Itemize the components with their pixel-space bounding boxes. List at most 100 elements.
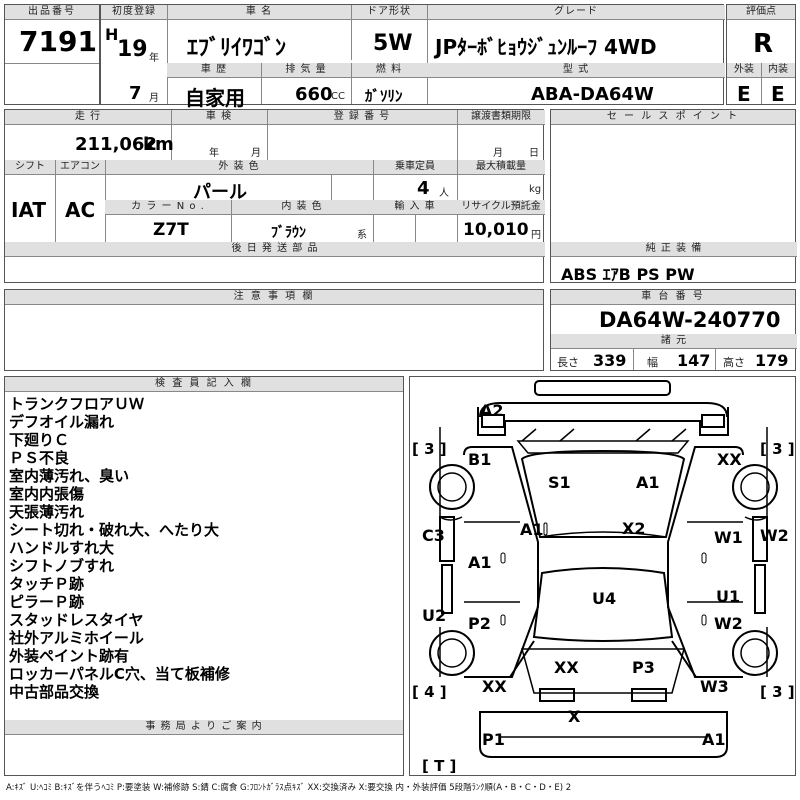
mark-w3: W3 — [700, 677, 729, 696]
mark-x2: X2 — [622, 519, 646, 538]
office-label: 事 務 局 よ り ご 案 内 — [5, 720, 403, 735]
length: 339 — [593, 351, 627, 370]
mark-w2-right-door: W2 — [714, 614, 743, 633]
note-line: ＰＳ不良 — [9, 449, 70, 467]
exterior-grade: E — [737, 82, 751, 106]
lot-number-label: 出品番号 — [5, 5, 99, 20]
mark-xx-rear-left: XX — [482, 677, 507, 696]
note-line: シート切れ・破れ大、へたり大 — [9, 521, 220, 539]
inspector-notes: トランクフロアＵＷ デフオイル漏れ 下廻りＣ ＰＳ不良 室内薄汚れ、臭い 室内内… — [9, 395, 230, 701]
equipment-label: 純 正 装 備 — [551, 242, 797, 257]
mark-u1: U1 — [716, 587, 741, 606]
recycle-fee: 10,010 — [463, 220, 529, 240]
chassis-number: DA64W-240770 — [599, 308, 781, 332]
month-unit: 月 — [149, 93, 159, 104]
mark-w1-right: W1 — [714, 528, 743, 547]
year-unit: 年 — [149, 53, 159, 64]
tire-front-right: [ 3 ] — [760, 440, 795, 458]
caution-label: 注 意 事 項 欄 — [5, 290, 543, 305]
mark-p2: P2 — [468, 614, 491, 633]
mark-a1-roof: A1 — [636, 473, 660, 492]
note-line: ピラーＰ跡 — [9, 593, 85, 611]
car-name-label: 車 名 — [167, 5, 351, 20]
interior-grade: E — [771, 82, 785, 106]
exterior-label: 外装 — [727, 63, 761, 78]
damage-legend: A:ｷｽﾞ U:ﾍｺﾐ B:ｷｽﾞを伴うﾍｺﾐ P:要塗装 W:補修跡 S:錆 … — [6, 783, 572, 793]
mark-a1-left-door: A1 — [468, 553, 492, 572]
note-line: ロッカーパネルC穴、当て板補修 — [9, 665, 230, 683]
length-label: 長さ — [557, 356, 579, 369]
yen-unit: 円 — [531, 230, 541, 241]
capacity-unit: 人 — [439, 188, 449, 199]
note-line: 室内薄汚れ、臭い — [9, 467, 130, 485]
width: 147 — [677, 351, 711, 370]
interior-color-suffix: 系 — [357, 230, 367, 241]
mark-a2-front: A2 — [480, 401, 504, 420]
tire-front-left: [ 3 ] — [412, 440, 447, 458]
condition-diagram: [ 3 ] [ 3 ] [ 4 ] [ 3 ] [ T ] A2 B1 XX S… — [409, 376, 796, 776]
mark-a1-pillar: A1 — [520, 520, 544, 539]
import-label: 輸 入 車 — [373, 200, 457, 215]
grade: JPﾀｰﾎﾞﾋｮｳｼﾞｭﾝﾙｰﾌ 4WD — [435, 35, 657, 59]
tire-rear-left: [ 4 ] — [412, 683, 447, 701]
capacity-label: 乗車定員 — [373, 160, 457, 175]
equipment: ABS ｴｱB PS PW — [561, 265, 695, 284]
height-label: 高さ — [723, 356, 745, 369]
displacement: 660 — [295, 84, 333, 105]
fuel: ｶﾞｿﾘﾝ — [365, 87, 403, 105]
inspector-box: 検 査 員 記 入 欄 トランクフロアＵＷ デフオイル漏れ 下廻りＣ ＰＳ不良 … — [4, 376, 404, 776]
chassis-box: 車 台 番 号 DA64W-240770 諸 元 長さ 339 幅 147 高さ… — [550, 289, 797, 371]
mark-u2: U2 — [422, 606, 447, 625]
color-no-label: カ ラ ー N o . — [105, 200, 231, 215]
inspection-month-unit: 月 — [251, 148, 261, 159]
cc-unit: CC — [331, 91, 345, 102]
fuel-label: 燃 料 — [351, 63, 427, 78]
mark-c3: C3 — [422, 526, 445, 545]
history-label: 車 歴 — [167, 63, 261, 78]
chassis-label: 車 台 番 号 — [551, 290, 795, 305]
mark-s1: S1 — [548, 473, 571, 492]
model-label: 型 式 — [427, 63, 725, 78]
note-line: トランクフロアＵＷ — [9, 395, 145, 413]
mark-a1-rear: A1 — [702, 730, 726, 749]
color-label: 外 装 色 — [105, 160, 373, 175]
note-line: 社外アルミホイール — [9, 629, 144, 647]
height: 179 — [755, 351, 789, 370]
car-name: ｴﾌﾞﾘｲﾜｺﾞﾝ — [187, 36, 287, 61]
reg-no-label: 登 録 番 号 — [267, 110, 457, 125]
tire-rear-right: [ 3 ] — [760, 683, 795, 701]
model-code: ABA-DA64W — [531, 84, 654, 105]
shift-label: シフト — [5, 160, 55, 175]
shift: IAT — [11, 198, 47, 222]
mark-b1: B1 — [468, 450, 492, 469]
body-color: パール — [193, 182, 247, 203]
first-reg-label: 初度登録 — [101, 5, 167, 20]
note-line: 中古部品交換 — [9, 683, 100, 701]
mark-x-bumper: X — [568, 707, 581, 726]
vehicle-history: 自家用 — [185, 86, 245, 110]
mark-u4: U4 — [592, 589, 617, 608]
later-parts-label: 後 日 発 送 部 品 — [5, 242, 545, 257]
inspection-year-unit: 年 — [209, 148, 219, 159]
reg-month: 7 — [129, 83, 142, 104]
era: H — [105, 25, 119, 44]
ac-label: エアコン — [55, 160, 105, 175]
sales-point-box: セ ー ル ス ポ イ ン ト 純 正 装 備 ABS ｴｱB PS PW — [550, 109, 797, 284]
transfer-day-unit: 日 — [529, 148, 539, 159]
color-no: Z7T — [153, 220, 189, 240]
door-label: ドア形状 — [351, 5, 427, 20]
mark-p1: P1 — [482, 730, 505, 749]
score: R — [753, 29, 774, 59]
ac: AC — [65, 198, 96, 222]
note-line: シフトノブすれ — [9, 557, 115, 575]
caution-box: 注 意 事 項 欄 — [4, 289, 544, 371]
note-line: タッチＰ跡 — [9, 575, 85, 593]
km-unit: km — [143, 134, 174, 155]
mark-w2-right-edge: W2 — [760, 526, 789, 545]
score-label: 評価点 — [727, 5, 795, 20]
note-line: ハンドルすれ大 — [9, 539, 115, 557]
note-line: 外装ペイント跡有 — [9, 647, 130, 665]
door-type: 5W — [373, 31, 413, 56]
int-color-label: 内 装 色 — [231, 200, 373, 215]
mark-xx-rear: XX — [554, 658, 579, 677]
